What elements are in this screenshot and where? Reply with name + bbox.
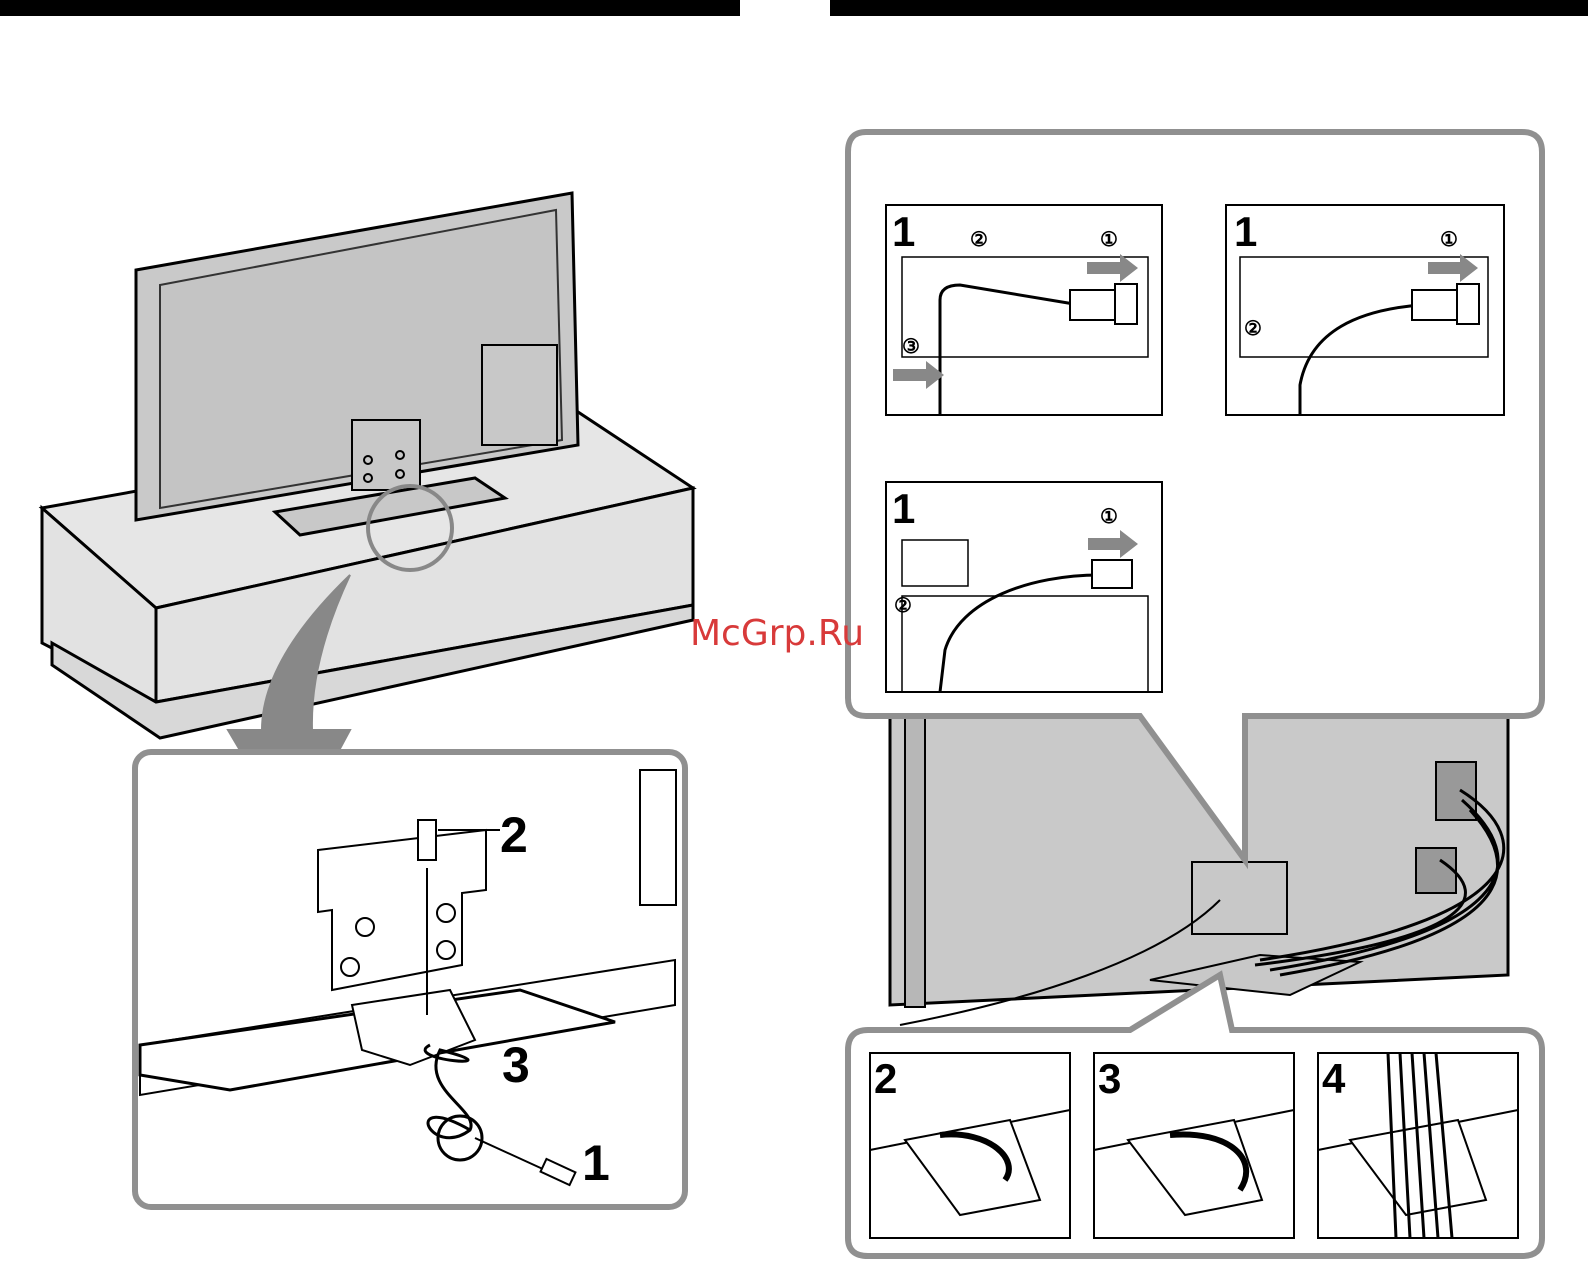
header-bar-right (830, 0, 1588, 16)
inset-tl-marker-c: ③ (902, 336, 920, 358)
inset-top-left: 1 ② ① ③ (886, 205, 1162, 415)
step-label-2: 2 (500, 807, 528, 863)
step-label-1: 1 (582, 1135, 610, 1191)
tv-on-stand-illustration (42, 193, 693, 838)
inset-tl-marker-a: ② (970, 229, 988, 251)
bottom-step-2: 2 (870, 1053, 1070, 1238)
header-bar-left (0, 0, 740, 16)
inset-tl-step: 1 (892, 208, 915, 255)
bottom-step-4-label: 4 (1322, 1055, 1346, 1102)
detail-terminal (640, 770, 676, 905)
inset-mid-marker-b: ② (894, 595, 912, 617)
inset-top-right: 1 ① ② (1226, 205, 1504, 415)
inset-tr-step: 1 (1234, 208, 1257, 255)
tv-right-bracket (1192, 862, 1287, 934)
bottom-step-3-label: 3 (1098, 1055, 1121, 1102)
inset-tl-marker-b: ① (1100, 229, 1118, 251)
inset-mid-step: 1 (892, 485, 915, 532)
inset-tr-marker-b: ② (1244, 318, 1262, 340)
screw-2 (418, 820, 436, 860)
detail-bracket (318, 830, 486, 990)
tv-terminal-box-1 (482, 345, 557, 445)
tv-right-terminal-b (1416, 848, 1456, 893)
bottom-step-2-label: 2 (874, 1055, 897, 1102)
tv-stand-bracket (352, 420, 420, 490)
bottom-step-4: 4 (1318, 1053, 1518, 1238)
step-label-3: 3 (502, 1037, 530, 1093)
left-detail-panel: 2 3 1 (135, 752, 685, 1207)
bottom-step-3: 3 (1094, 1053, 1294, 1238)
inset-mid-marker-a: ① (1100, 506, 1118, 528)
inset-tr-marker-a: ① (1440, 229, 1458, 251)
inset-middle: 1 ① ② (886, 482, 1162, 692)
watermark: McGrp.Ru (690, 613, 864, 654)
